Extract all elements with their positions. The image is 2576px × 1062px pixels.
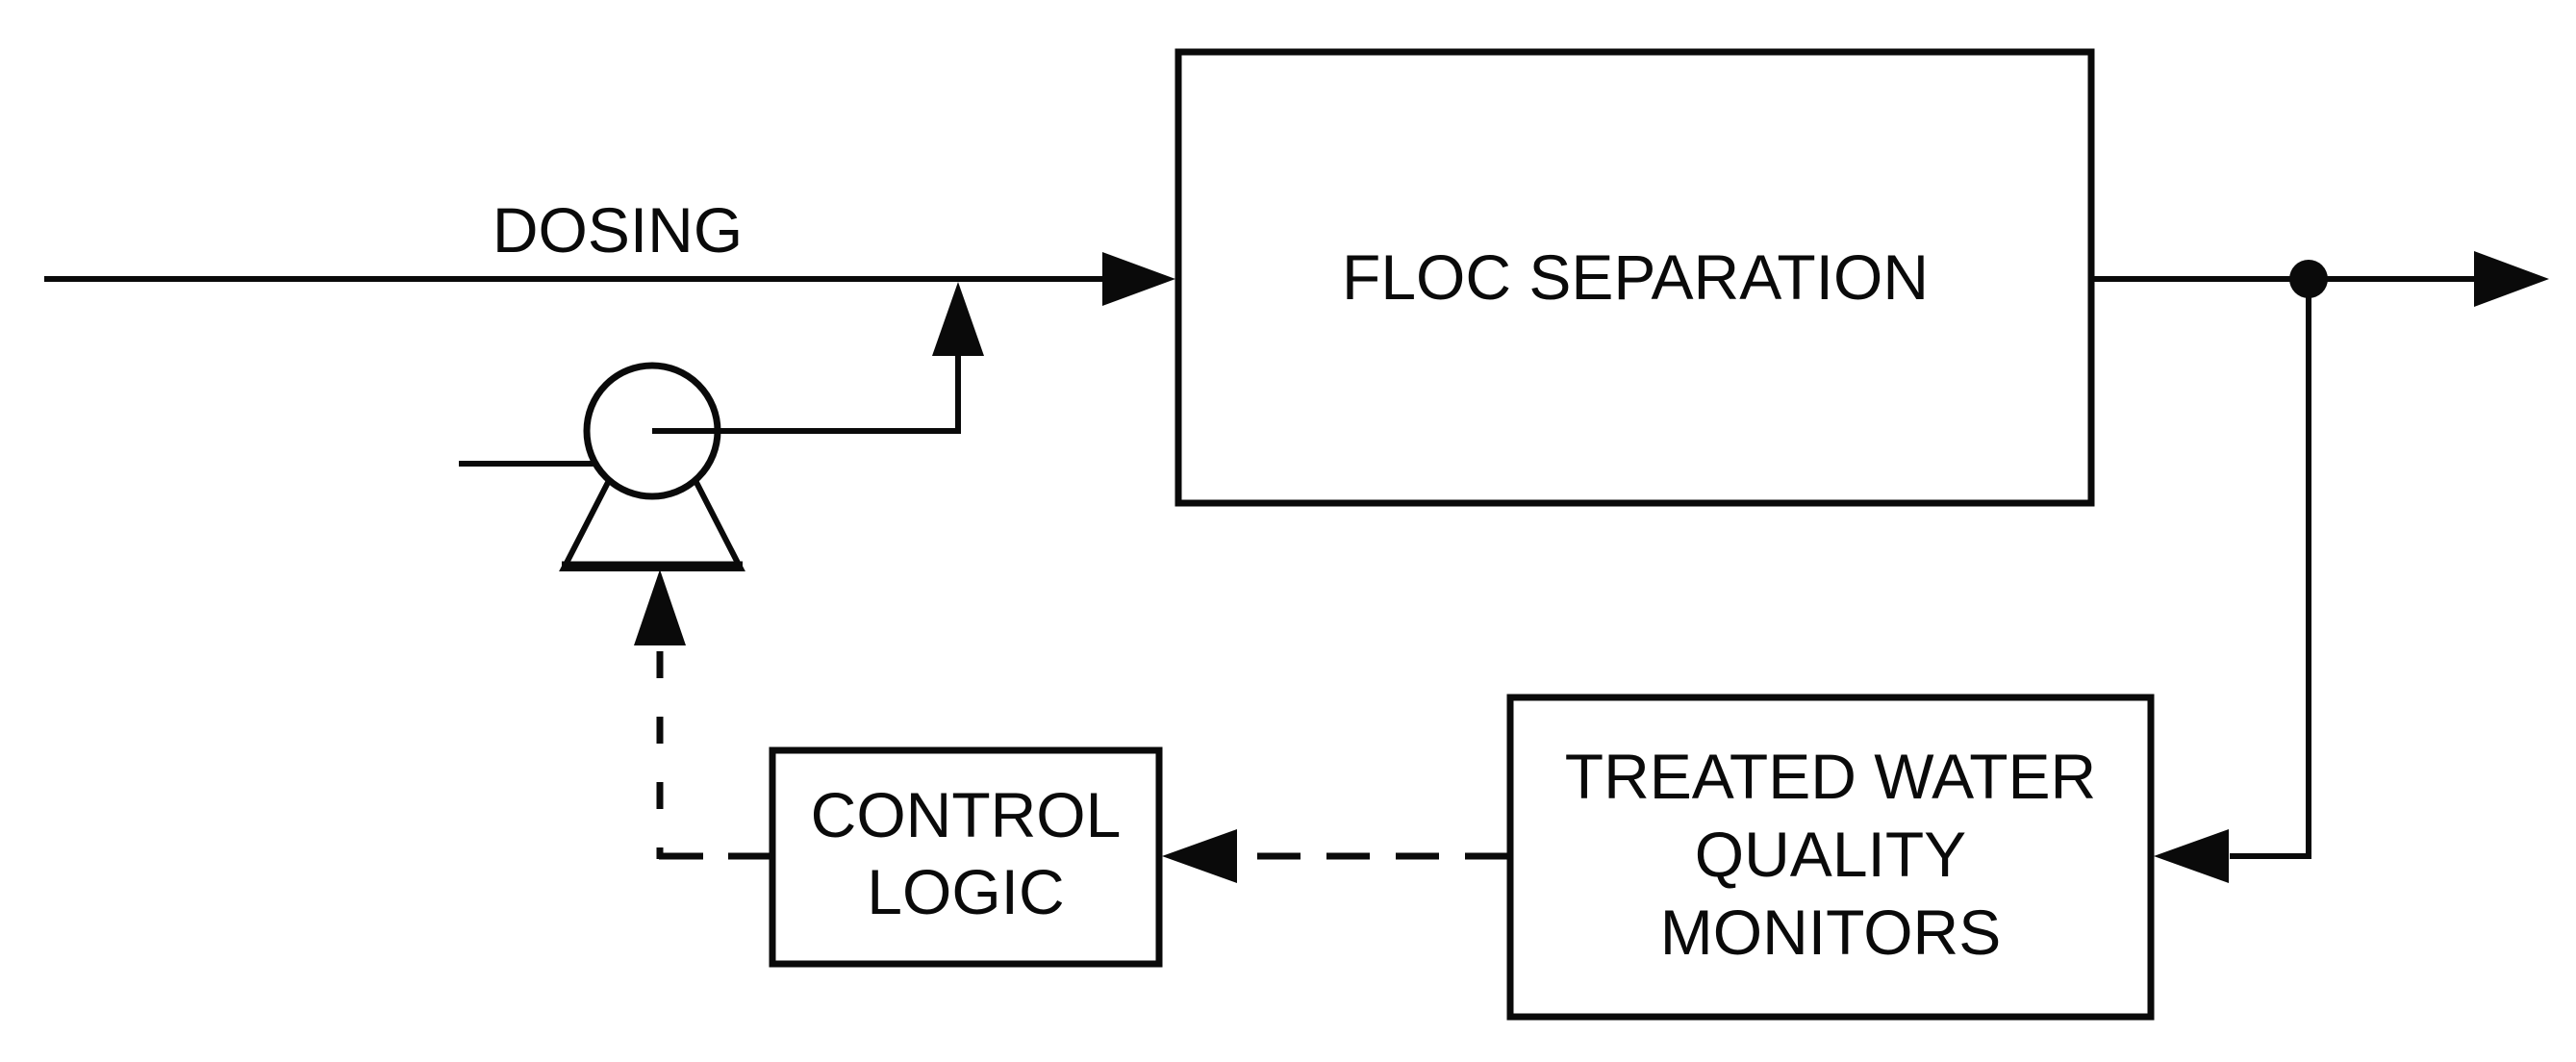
- control-input-arrowhead-icon: [1162, 829, 1237, 883]
- influent-arrowhead-icon: [1102, 252, 1175, 306]
- control-label-line-2: LOGIC: [867, 856, 1064, 927]
- dosing-label: DOSING: [492, 194, 743, 266]
- control-logic-box: [769, 746, 1163, 968]
- pump-input-arrowhead-icon: [634, 569, 686, 645]
- monitors-label-line-3: MONITORS: [1660, 897, 2001, 968]
- pump-outlet-line: [652, 352, 961, 434]
- control-label-line-1: CONTROL: [811, 779, 1122, 850]
- monitors-label-line-2: QUALITY: [1695, 819, 1966, 890]
- floc-separation-box: [1174, 48, 2095, 507]
- feedback-line: [2230, 279, 2311, 859]
- feedback-arrowhead-icon: [2154, 829, 2229, 883]
- effluent-arrowhead-icon: [2474, 251, 2549, 307]
- treated-water-monitors-box: [1506, 694, 2155, 1021]
- dosing-injection-arrowhead-icon: [932, 282, 984, 356]
- floc-separation-label: FLOC SEPARATION: [1342, 241, 1929, 313]
- monitors-label-line-1: TREATED WATER: [1565, 741, 2096, 812]
- dosing-pump-icon: [459, 362, 745, 571]
